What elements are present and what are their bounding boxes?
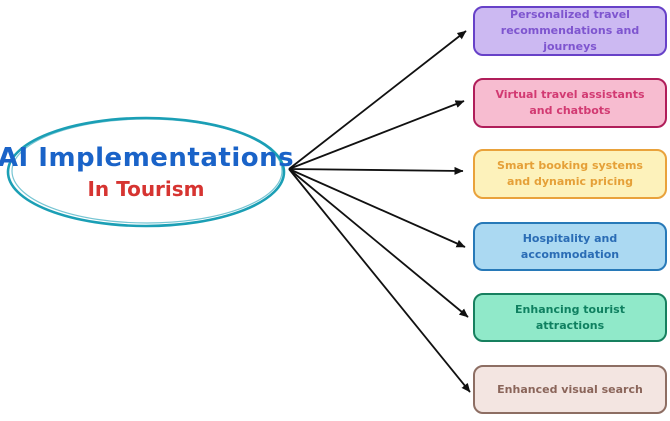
center-ellipse-sketch	[11, 118, 283, 224]
node-label: Enhancing tourist attractions	[515, 302, 625, 332]
center-topic[interactable]: AI Implementations In Tourism	[0, 120, 294, 224]
arrow-to-node-1	[288, 30, 467, 170]
center-topic-title: AI Implementations	[0, 143, 295, 173]
arrow-to-node-2	[288, 100, 465, 170]
node-label: Smart booking systems and dynamic pricin…	[497, 159, 643, 188]
center-ellipse[interactable]	[6, 116, 286, 228]
arrow-to-node-6	[288, 168, 471, 393]
arrow-to-node-5	[288, 168, 469, 318]
node-label: Personalized travel recommendations and …	[500, 8, 640, 53]
arrow-to-node-4	[288, 168, 466, 248]
arrow-group	[288, 30, 471, 393]
node-tourist-attractions[interactable]: Enhancing tourist attractions	[473, 293, 667, 342]
node-hospitality[interactable]: Hospitality and accommodation	[473, 222, 667, 271]
center-topic-subtitle: In Tourism	[87, 177, 205, 201]
node-virtual-assistants[interactable]: Virtual travel assistants and chatbots	[473, 78, 667, 128]
node-personalized-travel[interactable]: Personalized travel recommendations and …	[473, 6, 667, 56]
arrow-to-node-3	[288, 166, 464, 175]
node-label: Enhanced visual search	[497, 382, 643, 396]
node-smart-booking[interactable]: Smart booking systems and dynamic pricin…	[473, 149, 667, 199]
node-visual-search[interactable]: Enhanced visual search	[473, 365, 667, 414]
node-label: Virtual travel assistants and chatbots	[495, 88, 645, 117]
node-label: Hospitality and accommodation	[520, 231, 620, 261]
